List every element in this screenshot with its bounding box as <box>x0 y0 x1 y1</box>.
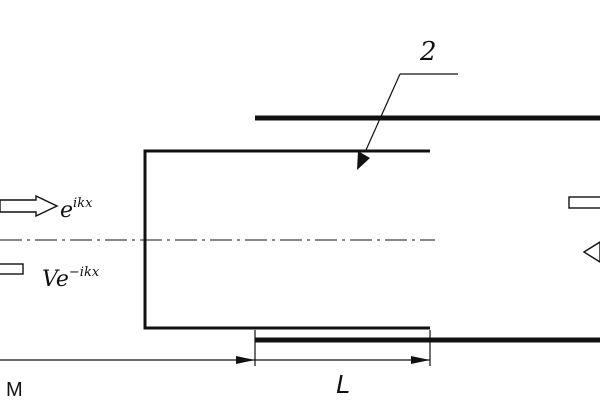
part-leader-line <box>365 73 401 151</box>
dimension-arrowhead-right <box>411 356 430 364</box>
incident-wave-label: eikx <box>60 196 93 223</box>
reflected-wave-exponent: −ikx <box>69 265 100 280</box>
incident-wave-arrow <box>0 194 59 218</box>
right-wave-arrow-fragment <box>582 241 600 263</box>
reflected-wave-arrow-fragment <box>0 263 24 275</box>
reflected-wave-coefficient: Ve <box>42 267 69 292</box>
length-label: L <box>336 369 350 399</box>
incident-wave-base: e <box>60 198 73 223</box>
reflected-wave-label: Ve−ikx <box>42 265 100 292</box>
incident-wave-exponent: ikx <box>73 196 93 211</box>
part-number-label: 2 <box>419 37 437 67</box>
part-leader-arrowhead <box>357 151 370 170</box>
left-edge-label-fragment: M <box>6 379 23 400</box>
dimension-arrowhead-left <box>236 356 255 364</box>
right-wave-bar-fragment <box>568 196 600 209</box>
